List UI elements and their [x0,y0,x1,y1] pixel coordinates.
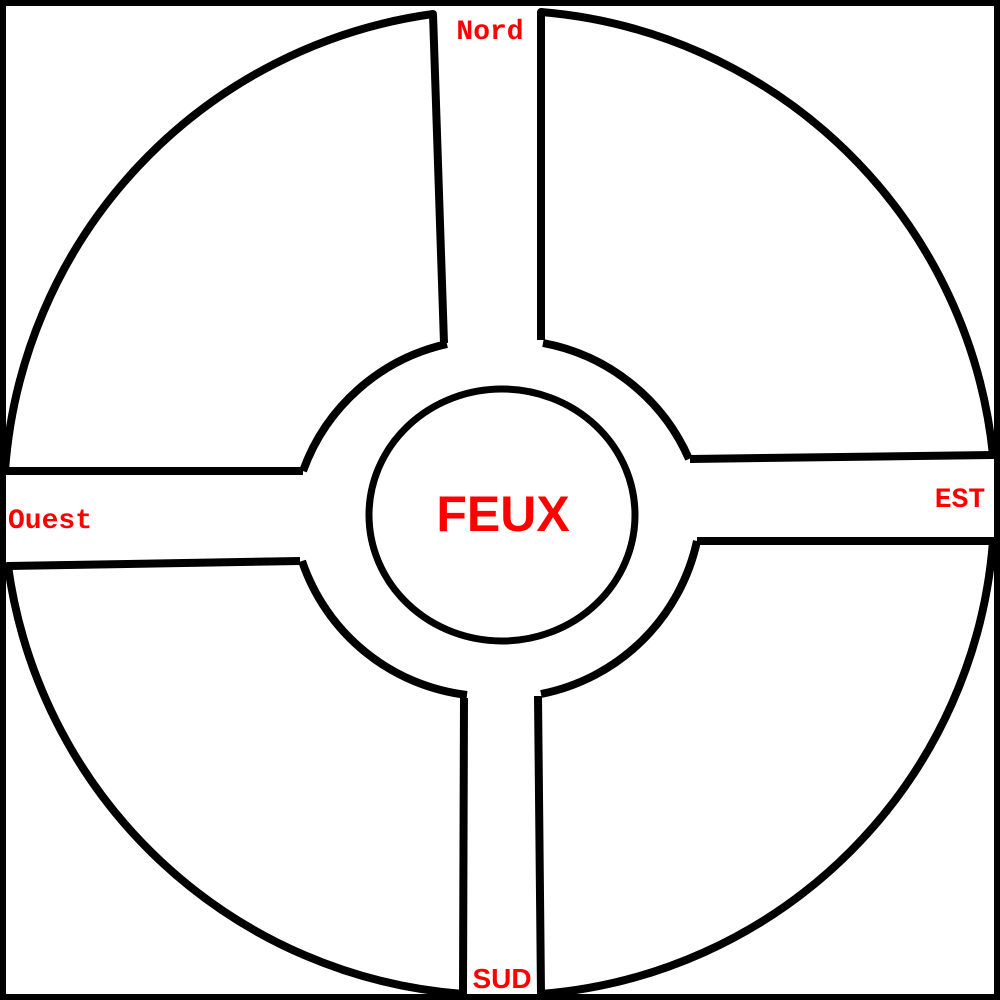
ring-arc-southwest [298,559,468,699]
road-north-left-edge [429,13,448,344]
roundabout-ring [298,339,701,699]
label-south: SUD [472,963,531,994]
label-north: Nord [456,17,523,48]
central-island [365,385,639,645]
road-west-bottom-edge [7,557,301,570]
outer-arc-southeast [537,537,997,998]
label-west: Ouest [8,506,92,537]
ring-arc-northeast [542,339,693,461]
label-east: EST [935,485,985,516]
label-center: FEUX [436,486,569,542]
roads [5,12,994,995]
outer-arc-northeast [537,8,997,459]
road-south-left-edge [459,697,468,995]
ring-arc-northwest [299,340,448,473]
road-south-right-edge [534,695,545,995]
outer-arc-southwest [4,562,467,998]
ring-arc-southeast [540,540,701,698]
outer-circle [1,8,997,998]
outer-arc-northwest [1,10,437,475]
road-east-top-edge [689,451,994,463]
